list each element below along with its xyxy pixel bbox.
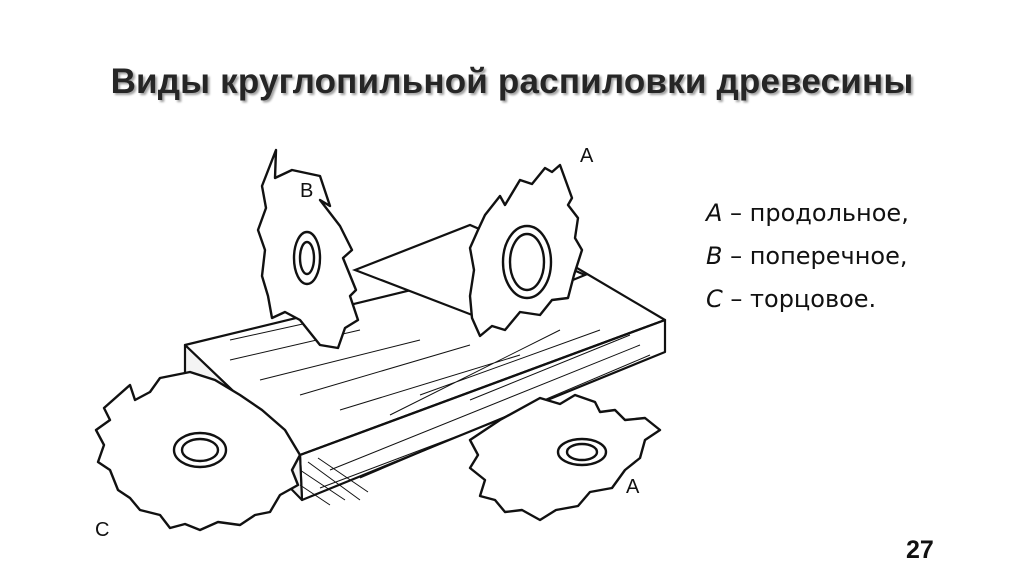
legend-text: – поперечное, [722,242,908,270]
label-a-top: A [580,145,594,167]
legend-item-b: B – поперечное, [706,235,909,278]
legend-text: – продольное, [722,199,909,227]
label-a-bottom: A [626,476,640,498]
saw-blade-a-bottom [468,393,662,522]
legend-letter: A [706,199,723,227]
legend-item-a: A – продольное, [706,192,909,235]
slide-title: Виды круглопильной распиловки древесины [110,62,914,101]
legend-item-c: C – торцовое. [706,278,909,321]
legend-letter: B [706,242,723,270]
label-b: B [300,180,313,202]
label-c: C [95,519,109,541]
legend-letter: C [706,285,723,313]
legend: A – продольное, B – поперечное, C – торц… [706,192,909,321]
saw-cutting-illustration: B A A C [94,145,667,541]
saw-blade-a-top [468,163,584,338]
legend-text: – торцовое. [722,285,877,313]
saw-blade-b [256,148,360,350]
page-number: 27 [906,536,934,564]
saw-blade-c [94,370,302,532]
